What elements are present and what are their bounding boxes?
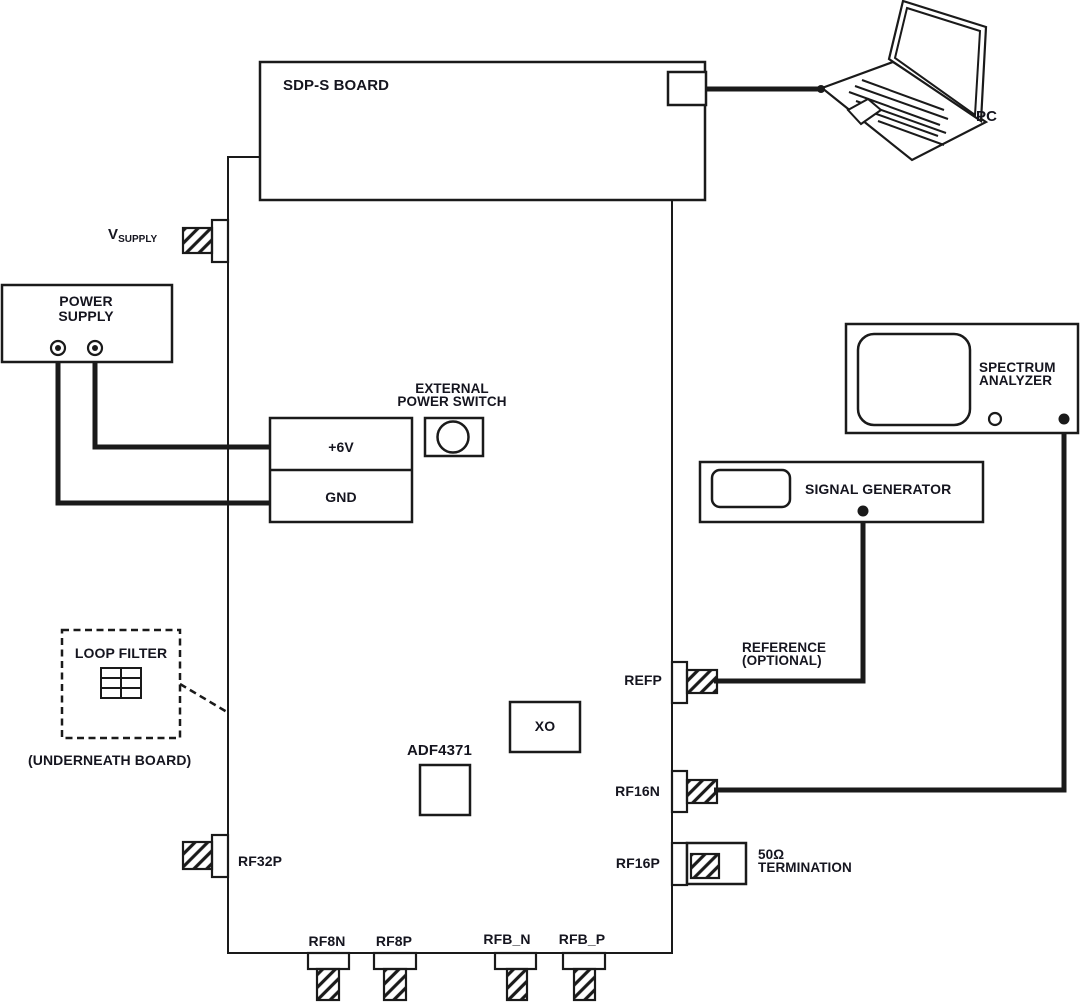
rf16n-connector <box>670 769 719 814</box>
sdp-s-board-box <box>258 60 707 202</box>
rfb-n-connector <box>493 951 538 1002</box>
generator-rf-port <box>857 505 869 517</box>
loop-filter-leader-line <box>179 682 228 714</box>
external-power-switch-label: EXTERNAL POWER SWITCH <box>397 381 507 409</box>
generator-display <box>710 468 792 509</box>
rfb-p-label: RFB_P <box>558 931 606 947</box>
loop-filter <box>60 628 228 740</box>
rf8p-label: RF8P <box>375 933 413 949</box>
vsupply-connector <box>181 218 230 264</box>
spectrum-analyzer-label: SPECTRUM ANALYZER <box>979 360 1056 388</box>
analyzer-knob <box>987 411 1003 427</box>
pc-label: PC <box>976 108 998 125</box>
external-power-switch <box>423 416 485 458</box>
plus-6v-label: +6V <box>328 439 354 455</box>
analyzer-rf-port <box>1058 413 1070 425</box>
rfb-n-label: RFB_N <box>483 931 531 947</box>
refp-label: REFP <box>624 672 662 688</box>
sdp-board-label: SDP-S BOARD <box>283 77 390 94</box>
signal-generator <box>698 460 985 524</box>
cable-generator-to-refp <box>714 513 866 684</box>
rf32p-label: RF32P <box>238 853 283 869</box>
laptop-screen <box>893 6 982 117</box>
laptop-trackpad <box>846 97 883 126</box>
power-supply-label: POWER SUPPLY <box>58 293 114 324</box>
loop-filter-symbol <box>100 667 142 699</box>
xo-label: XO <box>534 718 556 734</box>
rf32p-connector <box>181 833 230 879</box>
spectrum-analyzer <box>844 322 1080 435</box>
vsupply-label: VSUPPLY <box>108 226 158 245</box>
analyzer-screen <box>856 332 972 427</box>
loop-filter-label: LOOP FILTER <box>74 645 168 661</box>
laptop-keyboard-lines <box>848 79 949 146</box>
rf16n-label: RF16N <box>615 783 660 799</box>
xo-box <box>508 700 582 754</box>
adf4371-chip <box>418 763 472 817</box>
reference-optional-label: REFERENCE (OPTIONAL) <box>742 640 827 668</box>
rf16p-connector <box>670 841 748 887</box>
rf8n-label: RF8N <box>308 933 346 949</box>
eval-board-outline <box>227 156 673 954</box>
adf4371-label: ADF4371 <box>407 742 472 759</box>
power-input-block <box>268 416 414 524</box>
connectors <box>181 218 748 1002</box>
rf8p-connector <box>372 951 418 1002</box>
laptop-cable-plug <box>817 85 825 93</box>
signal-generator-label: SIGNAL GENERATOR <box>805 481 952 497</box>
rf8n-connector <box>306 951 351 1002</box>
loop-filter-dashed-box <box>60 628 182 740</box>
usb-connector-box <box>666 70 708 107</box>
underneath-board-note: (UNDERNEATH BOARD) <box>28 752 192 768</box>
rfb-p-connector <box>561 951 607 1002</box>
laptop-icon <box>817 0 989 162</box>
rf16p-label: RF16P <box>615 855 660 871</box>
cable-psu-to-6v <box>92 350 274 450</box>
cable-psu-to-gnd <box>55 350 274 506</box>
termination-label: 50Ω TERMINATION <box>758 847 852 875</box>
gnd-label: GND <box>325 489 357 505</box>
refp-connector <box>670 660 719 705</box>
power-supply-terminals <box>49 339 104 357</box>
cable-analyzer-to-rf16n <box>714 420 1067 793</box>
power-switch-button <box>436 420 470 454</box>
